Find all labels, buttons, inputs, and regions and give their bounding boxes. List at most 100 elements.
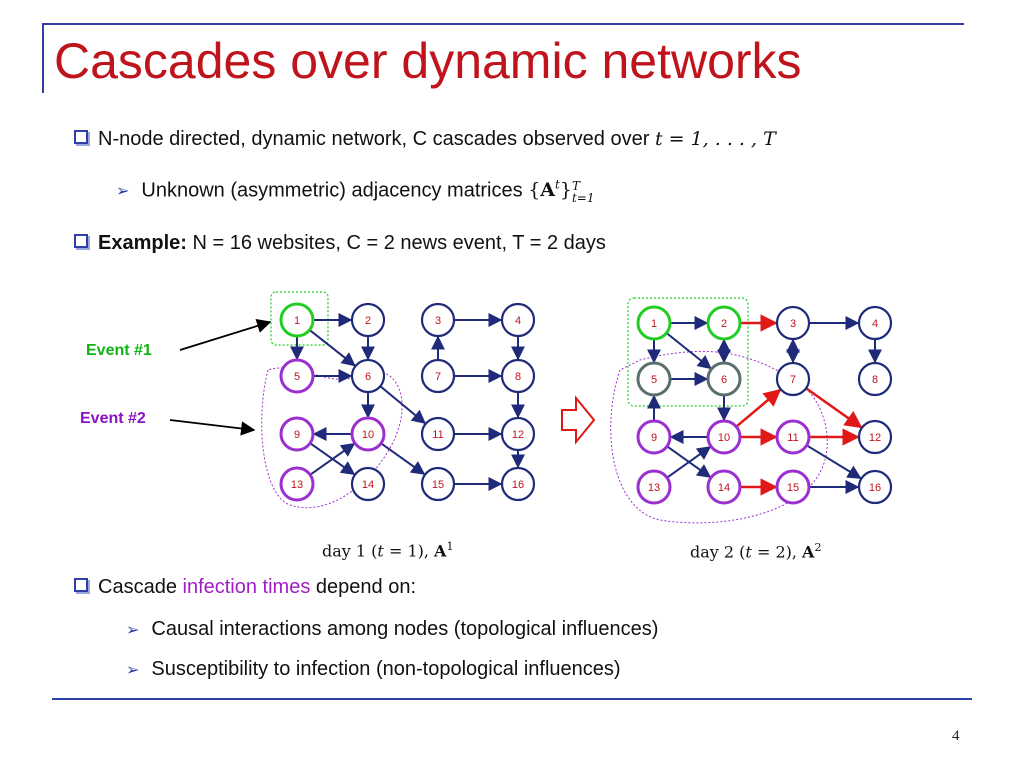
edge-day-2-7-12 bbox=[805, 387, 863, 429]
node-label: 8 bbox=[872, 374, 878, 386]
slide-title: Cascades over dynamic networks bbox=[54, 33, 802, 89]
node-label: 7 bbox=[435, 371, 441, 383]
page-number: 4 bbox=[952, 728, 960, 744]
node-circle bbox=[706, 419, 742, 455]
node-label: 4 bbox=[872, 318, 878, 330]
node-label: 3 bbox=[790, 318, 796, 330]
node-circle bbox=[420, 302, 456, 338]
node-day-2-1: 1 bbox=[636, 305, 672, 341]
bullet-2: Example: N = 16 websites, C = 2 news eve… bbox=[74, 232, 606, 255]
node-label: 9 bbox=[294, 429, 300, 441]
node-label: 12 bbox=[512, 429, 524, 441]
node-label: 11 bbox=[432, 429, 443, 441]
node-circle bbox=[420, 416, 456, 452]
caption-day-1: day 1 (t = 1), A1 bbox=[322, 540, 453, 560]
node-day-2-16: 16 bbox=[857, 469, 893, 505]
node-label: 2 bbox=[721, 318, 727, 330]
node-label: 14 bbox=[362, 479, 374, 491]
node-day-2-15: 15 bbox=[775, 469, 811, 505]
node-circle bbox=[706, 305, 742, 341]
node-day-1-7: 7 bbox=[420, 358, 456, 394]
node-circle bbox=[636, 361, 672, 397]
node-circle bbox=[279, 466, 315, 502]
node-label: 13 bbox=[648, 482, 660, 494]
node-day-2-9: 9 bbox=[636, 419, 672, 455]
bullet-1-sub-text: Unknown (asymmetric) adjacency matrices bbox=[141, 179, 523, 202]
node-circle bbox=[350, 416, 386, 452]
bullet-2-text: N = 16 websites, C = 2 news event, T = 2… bbox=[192, 232, 606, 254]
footer-rule bbox=[52, 698, 972, 700]
node-circle bbox=[857, 361, 893, 397]
arrow-bullet-icon: ➢ bbox=[126, 662, 140, 679]
node-day-2-6: 6 bbox=[706, 361, 742, 397]
node-day-1-13: 13 bbox=[279, 466, 315, 502]
node-label: 4 bbox=[515, 315, 521, 327]
bullet-1: N-node directed, dynamic network, C casc… bbox=[74, 128, 776, 151]
title-accent-bar bbox=[42, 23, 44, 93]
node-circle bbox=[420, 358, 456, 394]
node-day-1-5: 5 bbox=[279, 358, 315, 394]
node-day-1-8: 8 bbox=[500, 358, 536, 394]
caption-day-2: day 2 (t = 2), A2 bbox=[690, 541, 821, 561]
event-2-region-day-2 bbox=[610, 350, 828, 524]
node-circle bbox=[857, 305, 893, 341]
node-label: 16 bbox=[512, 479, 524, 491]
node-day-1-4: 4 bbox=[500, 302, 536, 338]
caption-1-pre: day 1 ( bbox=[322, 541, 378, 561]
edge-day-2-13-10 bbox=[666, 446, 712, 479]
node-circle bbox=[706, 469, 742, 505]
node-day-1-2: 2 bbox=[350, 302, 386, 338]
edge-day-1-1-6 bbox=[308, 329, 356, 367]
node-label: 8 bbox=[515, 371, 521, 383]
node-circle bbox=[500, 302, 536, 338]
bullet-3: Cascade infection times depend on: bbox=[74, 576, 416, 599]
bullet-1-math: t = 1, . . . , T bbox=[655, 128, 776, 150]
node-circle bbox=[857, 469, 893, 505]
node-circle bbox=[706, 361, 742, 397]
node-label: 6 bbox=[721, 374, 727, 386]
node-label: 12 bbox=[869, 432, 881, 444]
edge-day-2-10-7 bbox=[735, 388, 782, 428]
bullet-2-bold: Example: bbox=[98, 232, 187, 254]
node-day-1-16: 16 bbox=[500, 466, 536, 502]
node-label: 16 bbox=[869, 482, 881, 494]
node-circle bbox=[279, 302, 315, 338]
edge-day-2-1-6 bbox=[665, 332, 712, 370]
node-circle bbox=[775, 419, 811, 455]
math-A: A bbox=[540, 179, 556, 202]
edge-day-2-11-16 bbox=[806, 444, 862, 480]
node-day-2-3: 3 bbox=[775, 305, 811, 341]
node-day-2-14: 14 bbox=[706, 469, 742, 505]
caption-2-A: A bbox=[802, 542, 815, 562]
node-day-2-8: 8 bbox=[857, 361, 893, 397]
node-circle bbox=[350, 358, 386, 394]
node-circle bbox=[636, 305, 672, 341]
caption-1-sup: 1 bbox=[446, 540, 454, 553]
checkbox-bullet-icon bbox=[74, 234, 88, 248]
bullet-3-text-a: Cascade bbox=[98, 576, 177, 598]
bullet-1-sub: ➢Unknown (asymmetric) adjacency matrices… bbox=[116, 178, 594, 204]
event-2-label: Event #2 bbox=[80, 410, 146, 427]
edge-day-1-13-10 bbox=[309, 442, 356, 476]
node-day-1-3: 3 bbox=[420, 302, 456, 338]
node-day-1-14: 14 bbox=[350, 466, 386, 502]
node-label: 14 bbox=[718, 482, 730, 494]
node-circle bbox=[500, 358, 536, 394]
node-day-2-4: 4 bbox=[857, 305, 893, 341]
node-label: 5 bbox=[294, 371, 300, 383]
node-label: 15 bbox=[787, 482, 799, 494]
node-circle bbox=[420, 466, 456, 502]
arrow-bullet-icon: ➢ bbox=[126, 622, 140, 639]
bullet-3-sub-2: ➢Susceptibility to infection (non-topolo… bbox=[126, 658, 621, 681]
event-2-region-day-1 bbox=[261, 367, 403, 509]
bullet-3-sub-1: ➢Causal interactions among nodes (topolo… bbox=[126, 618, 658, 641]
node-circle bbox=[775, 361, 811, 397]
node-day-2-5: 5 bbox=[636, 361, 672, 397]
node-day-2-10: 10 bbox=[706, 419, 742, 455]
node-day-1-11: 11 bbox=[420, 416, 456, 452]
transition-arrow-icon bbox=[561, 395, 596, 445]
caption-2-pre: day 2 ( bbox=[690, 542, 746, 562]
node-label: 3 bbox=[435, 315, 441, 327]
node-day-2-13: 13 bbox=[636, 469, 672, 505]
